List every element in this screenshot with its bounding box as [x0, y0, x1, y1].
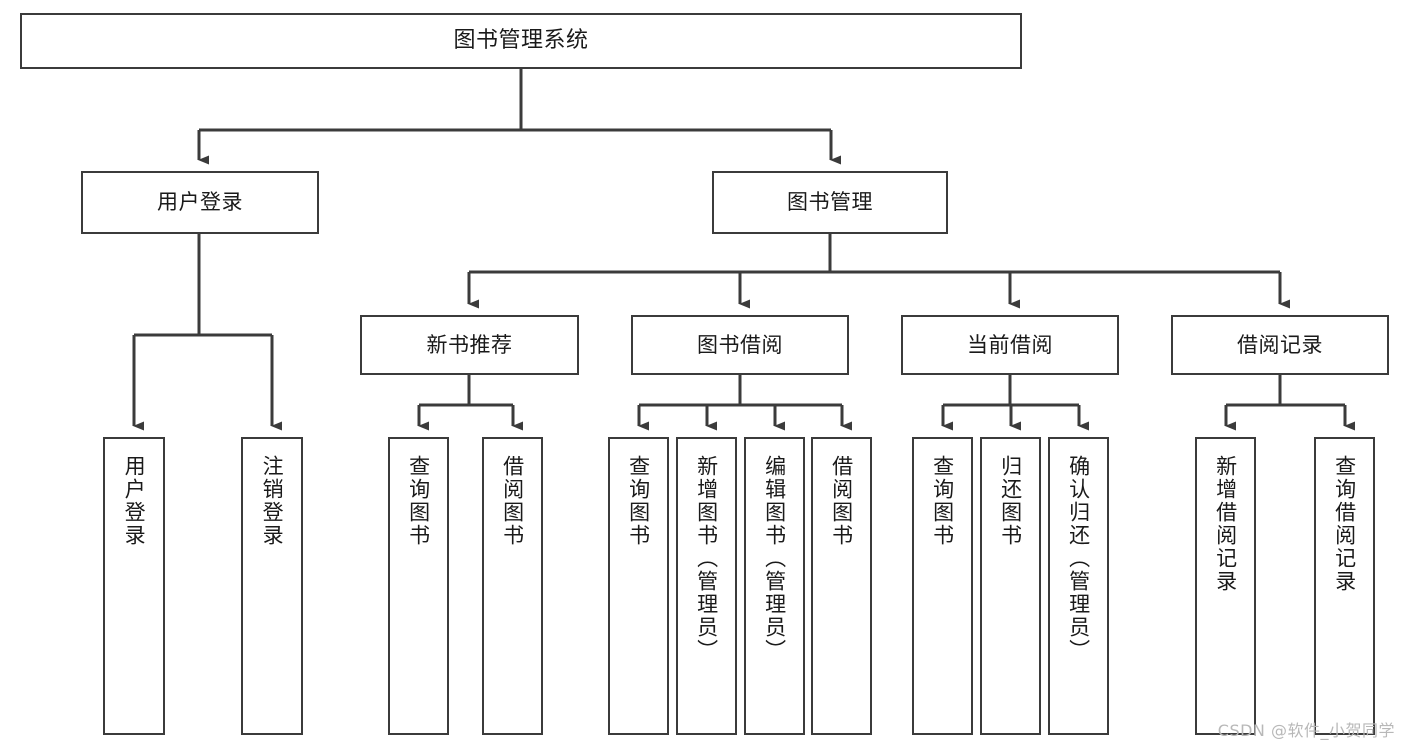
leaf-query-borrow-record-label: 查询借阅记录	[1332, 455, 1357, 593]
leaf-borrow-book-newbook[interactable]: 借阅图书	[482, 437, 543, 735]
node-book-management-label: 图书管理	[787, 190, 873, 215]
leaf-user-login[interactable]: 用户登录	[103, 437, 165, 735]
node-root[interactable]: 图书管理系统	[20, 13, 1022, 69]
node-borrowing-record[interactable]: 借阅记录	[1171, 315, 1389, 375]
leaf-confirm-return-admin-label: 确认归还（管理员）	[1066, 455, 1091, 662]
node-user-login-label: 用户登录	[157, 190, 243, 215]
leaf-query-book-borrow-label: 查询图书	[626, 455, 651, 547]
leaf-add-book-admin[interactable]: 新增图书（管理员）	[676, 437, 737, 735]
leaf-confirm-return-admin[interactable]: 确认归还（管理员）	[1048, 437, 1109, 735]
leaf-borrow-book-newbook-label: 借阅图书	[500, 455, 525, 547]
node-user-login[interactable]: 用户登录	[81, 171, 319, 234]
node-book-management[interactable]: 图书管理	[712, 171, 948, 234]
leaf-query-borrow-record[interactable]: 查询借阅记录	[1314, 437, 1375, 735]
leaf-edit-book-admin-label: 编辑图书（管理员）	[762, 455, 787, 662]
node-borrowing-record-label: 借阅记录	[1237, 332, 1323, 357]
node-book-borrowing[interactable]: 图书借阅	[631, 315, 849, 375]
leaf-logout[interactable]: 注销登录	[241, 437, 303, 735]
leaf-return-book-label: 归还图书	[998, 455, 1023, 547]
leaf-query-book-borrow[interactable]: 查询图书	[608, 437, 669, 735]
node-current-borrowing-label: 当前借阅	[967, 332, 1053, 357]
csdn-watermark: CSDN @软件_小贺同学	[1217, 721, 1395, 740]
node-current-borrowing[interactable]: 当前借阅	[901, 315, 1119, 375]
leaf-query-book-current[interactable]: 查询图书	[912, 437, 973, 735]
node-root-label: 图书管理系统	[453, 28, 589, 54]
leaf-add-borrow-record[interactable]: 新增借阅记录	[1195, 437, 1256, 735]
node-book-borrowing-label: 图书借阅	[697, 332, 783, 357]
leaf-query-book-current-label: 查询图书	[930, 455, 955, 547]
leaf-borrow-book-label: 借阅图书	[829, 455, 854, 547]
leaf-borrow-book[interactable]: 借阅图书	[811, 437, 872, 735]
leaf-logout-label: 注销登录	[260, 455, 285, 547]
leaf-edit-book-admin[interactable]: 编辑图书（管理员）	[744, 437, 805, 735]
leaf-add-borrow-record-label: 新增借阅记录	[1213, 455, 1238, 593]
leaf-return-book[interactable]: 归还图书	[980, 437, 1041, 735]
node-new-book-recommendation[interactable]: 新书推荐	[360, 315, 579, 375]
node-new-book-recommendation-label: 新书推荐	[426, 332, 513, 357]
leaf-query-book-newbook[interactable]: 查询图书	[388, 437, 449, 735]
leaf-user-login-label: 用户登录	[122, 455, 147, 547]
leaf-query-book-newbook-label: 查询图书	[406, 455, 431, 547]
leaf-add-book-admin-label: 新增图书（管理员）	[694, 455, 719, 662]
